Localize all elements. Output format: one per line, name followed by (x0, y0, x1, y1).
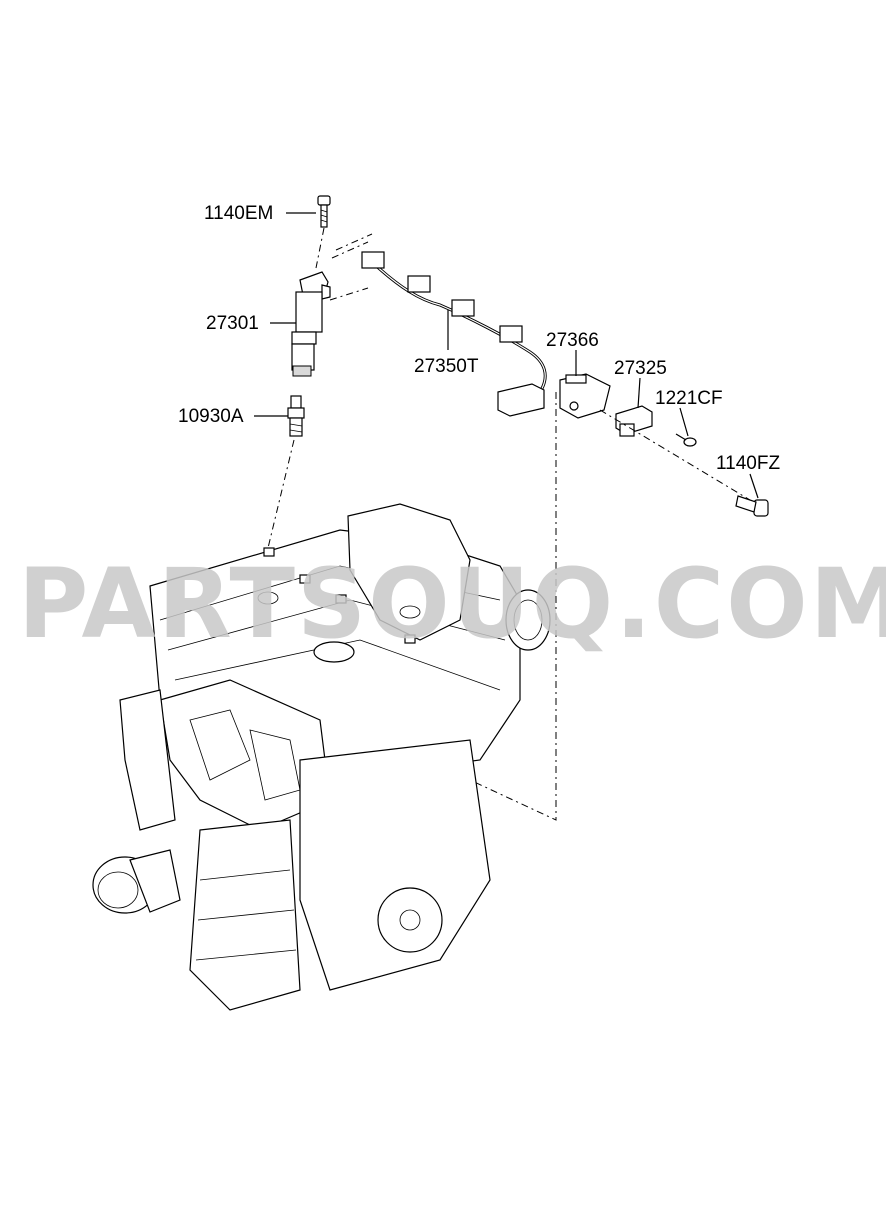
spark-plug-10930a-drawing (287, 395, 305, 437)
engine-block-drawing (92, 503, 551, 1011)
sensor-27325-drawing (615, 405, 653, 437)
screw-1221cf-drawing (675, 433, 697, 447)
ignition-coil-27301-drawing (291, 271, 331, 377)
bolt-1140em-drawing (317, 195, 331, 228)
part-label-1140fz[interactable]: 1140FZ (716, 453, 781, 474)
watermark: PARTSOUQ.COM (18, 548, 886, 660)
bolt-1140fz-drawing (735, 495, 769, 517)
part-label-27325[interactable]: 27325 (614, 358, 667, 379)
part-label-27350t[interactable]: 27350T (414, 356, 479, 377)
part-label-10930a[interactable]: 10930A (178, 406, 244, 427)
part-label-1140em[interactable]: 1140EM (204, 203, 274, 224)
part-label-27366[interactable]: 27366 (546, 330, 599, 351)
part-label-27301[interactable]: 27301 (206, 313, 259, 334)
wiring-harness-27350t-drawing (361, 251, 547, 417)
part-label-1221cf[interactable]: 1221CF (655, 388, 723, 409)
